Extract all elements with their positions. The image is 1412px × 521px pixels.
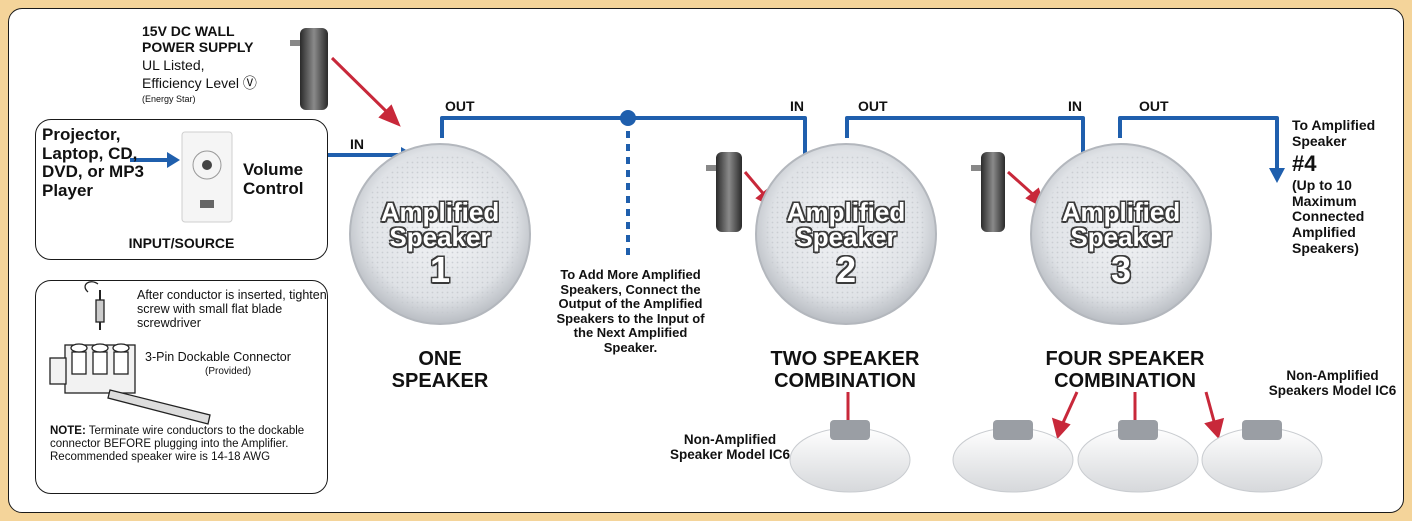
volume-control-plate [181,131,233,223]
input-source-caption: INPUT/SOURCE [128,235,235,251]
connector-note: NOTE: Terminate wire conductors to the d… [50,425,318,464]
ceiling-speaker-a [789,420,911,493]
caption-two-speaker: TWO SPEAKER COMBINATION [770,348,920,393]
add-more-instructions: To Add More Amplified Speakers, Connect … [556,267,705,355]
ceiling-speaker-d [1201,420,1323,493]
to-amplified-speaker: To Amplified Speaker [1292,117,1376,149]
out-label-3: OUT [1139,98,1169,114]
wire-out3-to-speaker4 [1118,116,1279,170]
non-amplified-multi-label: Non-Amplified Speakers Model IC6 [1268,368,1397,399]
wire-out2-to-in3 [845,116,1085,178]
non-amplified-single-label: Non-Amplified Speaker Model IC6 [669,432,791,463]
speaker-1-disc [349,143,531,325]
speaker-2-disc [755,143,937,325]
power-supply-energy-star: (Energy Star) [142,94,196,104]
connector-name: 3-Pin Dockable Connector [145,350,291,364]
volume-control-label: Volume Control [243,160,304,199]
power-supply-title: 15V DC WALL POWER SUPPLY [142,23,254,55]
power-supply-3 [971,152,1005,232]
caption-one-speaker: ONE SPEAKER [391,348,489,393]
in-label-1: IN [350,136,364,152]
caption-four-speaker: FOUR SPEAKER COMBINATION [1045,348,1205,393]
power-supply-2 [706,152,742,232]
power-supply-ul: UL Listed, [142,57,205,73]
note-text: Terminate wire conductors to the dockabl… [50,425,305,463]
speaker-3-number: 3 [1110,249,1132,291]
dockable-connector-illustration [49,281,211,425]
out-label-1: OUT [445,98,475,114]
in-label-2: IN [790,98,804,114]
connector-instruction: After conductor is inserted, tighten scr… [137,288,327,330]
out-label-2: OUT [858,98,888,114]
speaker-2-number: 2 [835,249,857,291]
speaker-four-number: #4 [1292,151,1317,176]
ceiling-speaker-c [1077,420,1199,493]
power-supply-main [290,28,328,110]
wire-junction-dot [620,110,636,126]
power-supply-efficiency: Efficiency Level Ⓥ [142,75,257,91]
ceiling-speaker-b [952,420,1074,493]
source-devices: Projector, Laptop, CD, DVD, or MP3 Playe… [42,125,145,201]
speaker-3-disc [1030,143,1212,325]
up-to-ten-note: (Up to 10 Maximum Connected Amplified Sp… [1292,177,1365,256]
connector-provided: (Provided) [205,366,252,377]
speaker-1-number: 1 [429,249,451,291]
in-label-3: IN [1068,98,1082,114]
note-label: NOTE: [50,425,86,437]
